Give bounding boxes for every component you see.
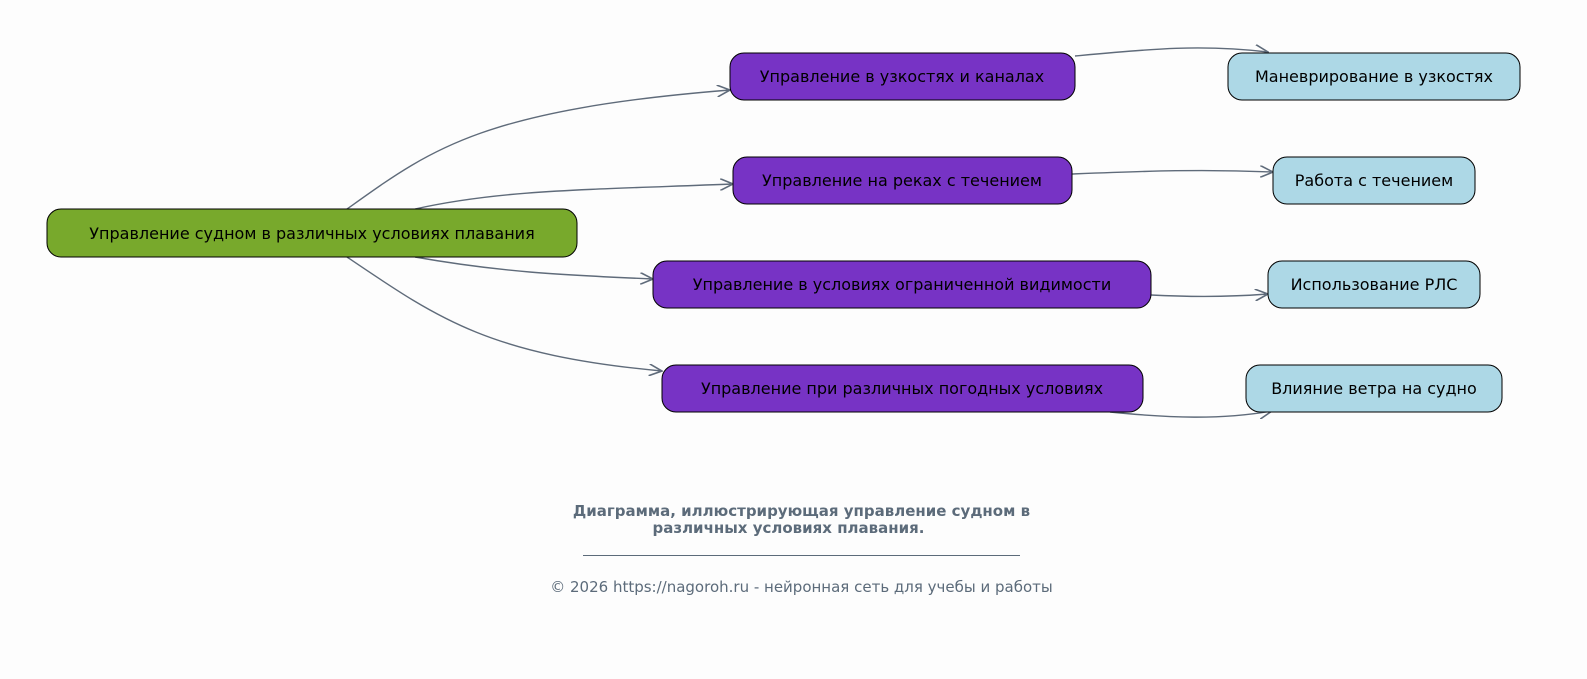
edge-b4-l4 [1109,411,1272,417]
leaf-label-3: Использование РЛС [1291,275,1458,294]
caption-divider [583,555,1020,556]
branch-label-1: Управление в узкостях и каналах [760,67,1044,86]
root-node[interactable] [46,208,578,258]
branch-label-4: Управление при различных погодных услови… [701,379,1103,398]
footer-copyright: © 2026 https://nagoroh.ru - нейронная се… [550,578,1053,596]
caption-line-1: Диаграмма, иллюстрирующая управление суд… [572,502,1031,520]
leaf-node-2[interactable] [1272,156,1476,205]
branch-node-3[interactable] [652,260,1152,309]
leaf-label-1: Маневрирование в узкостях [1255,67,1493,86]
leaf-node-4[interactable] [1245,364,1503,413]
edge-root-b4 [346,256,662,371]
edge-b2-l2 [1071,171,1273,174]
leaf-label-4: Влияние ветра на судно [1271,379,1477,398]
edge-b3-l3 [1150,294,1268,296]
root-label: Управление судном в различных условиях п… [89,224,534,243]
edge-root-b1 [346,90,730,210]
leaf-node-1[interactable] [1227,52,1521,101]
branch-label-3: Управление в условиях ограниченной видим… [693,275,1111,294]
branch-label-2: Управление на реках с течением [762,171,1042,190]
edge-b1-l1 [1074,48,1268,56]
branch-node-1[interactable] [729,52,1076,101]
branch-node-2[interactable] [732,156,1073,205]
edge-root-b3 [414,256,653,279]
edge-root-b2 [414,184,733,210]
leaf-label-2: Работа с течением [1295,171,1453,190]
branch-node-4[interactable] [661,364,1144,413]
leaf-node-3[interactable] [1267,260,1481,309]
caption-line-2: различных условиях плавания. [652,519,925,537]
